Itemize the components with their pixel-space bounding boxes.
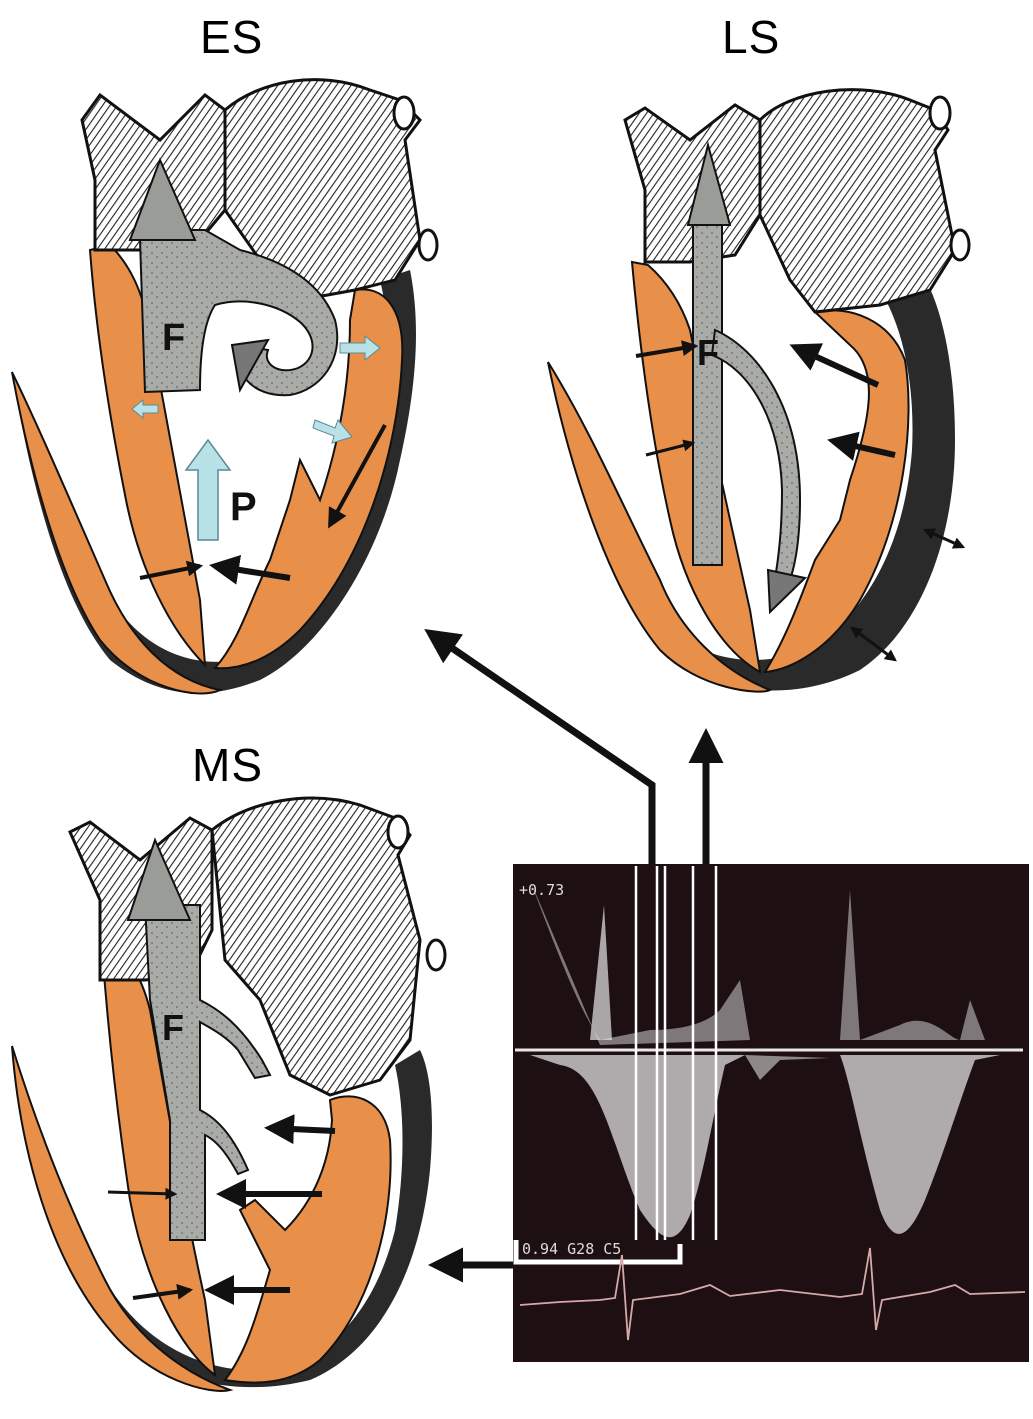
ms-right-wall bbox=[225, 1096, 391, 1382]
ls-flow-label: F bbox=[697, 332, 719, 373]
connector-to-es bbox=[430, 633, 652, 864]
ms-heart bbox=[12, 798, 445, 1391]
doppler-scale-top: +0.73 bbox=[519, 881, 564, 899]
es-pressure-label: P bbox=[230, 485, 257, 529]
es-heart bbox=[12, 80, 437, 694]
es-flow-label: F bbox=[162, 317, 185, 359]
doppler-trace bbox=[513, 864, 1029, 1362]
ms-arrow-left-mid bbox=[108, 1192, 175, 1194]
ms-arrow-right-upper bbox=[270, 1128, 335, 1131]
es-pressure-arrow bbox=[186, 440, 230, 540]
ls-heart bbox=[548, 90, 969, 692]
ms-flow-label: F bbox=[162, 1007, 184, 1048]
ls-atrium bbox=[760, 90, 955, 312]
ls-flow-trunk bbox=[693, 225, 722, 565]
doppler-scale-bottom: 0.94 G28 C5 bbox=[522, 1240, 621, 1258]
